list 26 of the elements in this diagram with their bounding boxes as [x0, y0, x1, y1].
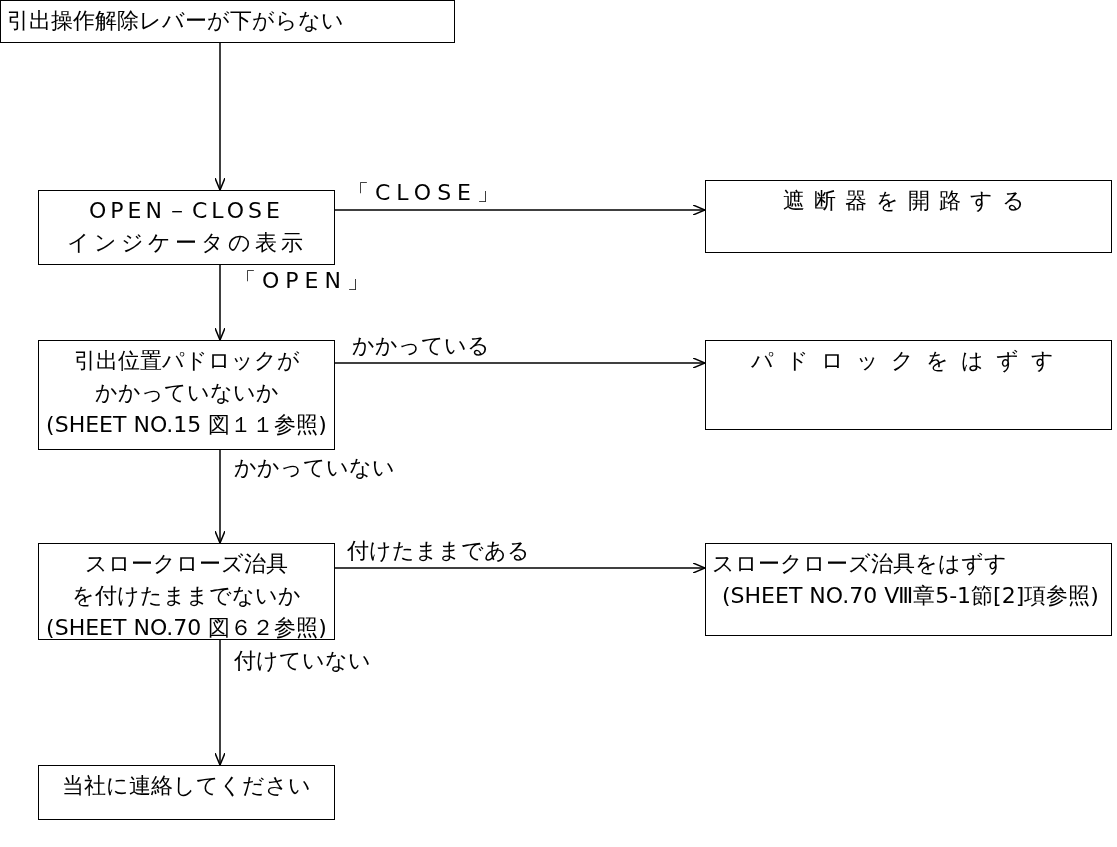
process-box — [38, 765, 335, 820]
box-text: (SHEET NO.70 図６２参照) — [45, 613, 328, 642]
process-box — [705, 543, 1112, 636]
process-box — [38, 190, 335, 265]
process-box — [705, 180, 1112, 253]
process-box — [705, 340, 1112, 430]
arrow — [214, 639, 226, 766]
box-text: スロークローズ治具を付けたままでないか — [71, 550, 302, 610]
arrow — [214, 264, 226, 341]
arrow — [334, 562, 706, 574]
arrow — [334, 357, 706, 369]
box-text: OPEN－CLOSE インジケータの表示 — [65, 197, 308, 257]
box-text: パドロックをはずす — [750, 347, 1067, 375]
process-box — [38, 340, 335, 450]
box-text: スロークローズ治具をはずす — [712, 550, 1008, 578]
box-text: (SHEET NO.70 Ⅷ章5-1節[2]項参照) — [721, 581, 1100, 610]
box-text: 引出操作解除レバーが下がらない — [7, 7, 345, 35]
box-text: 遮断器を開路する — [782, 187, 1035, 215]
arrow — [214, 42, 226, 191]
arrow — [334, 204, 706, 216]
process-box — [0, 0, 455, 43]
box-text: (SHEET NO.15 図１１参照) — [45, 410, 328, 439]
box-text: 引出位置パドロックがかかっていないか — [72, 347, 301, 407]
arrow — [214, 449, 226, 544]
box-text: 当社に連絡してください — [61, 772, 312, 800]
process-box — [38, 543, 335, 640]
